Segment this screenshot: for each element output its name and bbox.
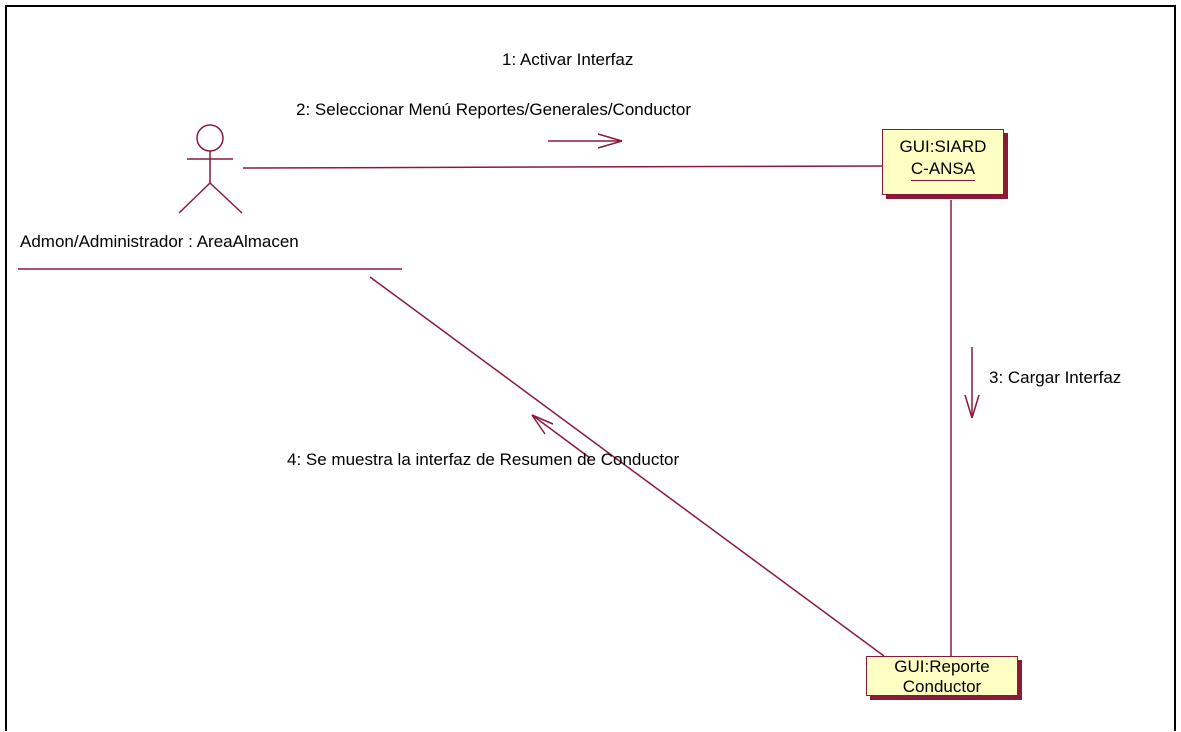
object-gui-siard-line1: GUI:SIARD: [899, 137, 987, 156]
arrow-right-icon: [548, 133, 623, 149]
diagram-frame: [5, 5, 1176, 731]
message-1-label: 1: Activar Interfaz: [502, 50, 634, 69]
message-3-label: 3: Cargar Interfaz: [989, 368, 1122, 387]
message-2-label: 2: Seleccionar Menú Reportes/Generales/C…: [296, 100, 691, 119]
actor-label: Admon/Administrador : AreaAlmacen: [20, 232, 299, 251]
arrow-up-left-icon: [531, 414, 591, 459]
link-actor-siard: [242, 165, 883, 169]
link-reporte-actor: [369, 276, 885, 657]
object-gui-siard-line2: C-ANSA: [910, 158, 976, 181]
object-gui-reporte: GUI:Reporte Conductor: [866, 656, 1018, 698]
object-gui-reporte-line2: Conductor: [902, 677, 982, 698]
arrow-down-icon: [964, 347, 980, 419]
object-gui-siard: GUI:SIARD C-ANSA: [882, 129, 1004, 195]
message-4-label: 4: Se muestra la interfaz de Resumen de …: [287, 450, 680, 469]
object-gui-reporte-line1: GUI:Reporte: [894, 657, 990, 676]
actor-icon: [178, 124, 243, 214]
